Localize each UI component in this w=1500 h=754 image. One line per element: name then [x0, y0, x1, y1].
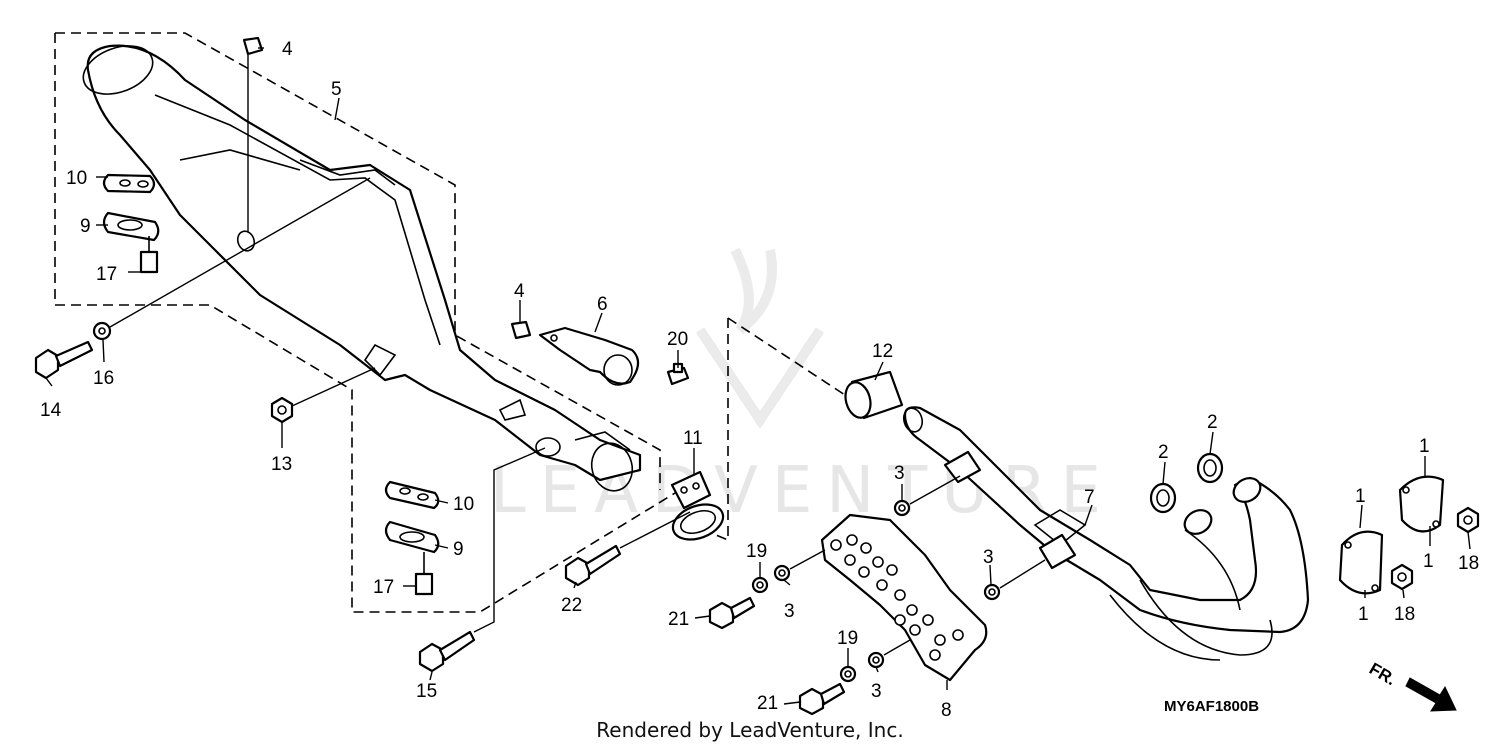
- leader-line: [109, 177, 371, 328]
- callout-22: 22: [561, 595, 582, 616]
- callout-3: 3: [894, 463, 905, 484]
- leader-line: [789, 549, 826, 570]
- callout-9: 9: [453, 539, 464, 560]
- plate-part-10-upper[interactable]: [102, 173, 156, 194]
- callout-16: 16: [93, 368, 114, 389]
- gasket-part-12[interactable]: [842, 370, 904, 420]
- front-direction-arrow: FR.: [1366, 659, 1457, 712]
- callout-3: 3: [784, 601, 795, 622]
- bolt-part-17-upper[interactable]: [139, 236, 159, 274]
- callout-4: 4: [514, 281, 525, 302]
- leader-line: [291, 367, 376, 407]
- leader-line: [909, 475, 961, 505]
- washer-part-16[interactable]: [92, 321, 112, 341]
- heat-guard-part-6[interactable]: [538, 326, 640, 386]
- grommet-part-4-lower[interactable]: [510, 320, 532, 340]
- callout-8: 8: [941, 700, 952, 721]
- leader-line: [619, 511, 691, 549]
- callout-3: 3: [871, 681, 882, 702]
- gasket-part-2-b[interactable]: [1196, 452, 1224, 484]
- joint-collar-part-1-a[interactable]: [1338, 530, 1384, 595]
- bolt-part-15[interactable]: [418, 630, 476, 673]
- direction-label: FR.: [1366, 659, 1399, 689]
- callout-19: 19: [837, 628, 858, 649]
- label-leaders: [45, 47, 1471, 705]
- callout-10: 10: [66, 168, 87, 189]
- nut-part-13[interactable]: [270, 396, 294, 424]
- muffler-assembly-outline: [54, 32, 681, 613]
- joint-collar-part-1-b[interactable]: [1398, 475, 1445, 533]
- callout-labels: 4 5 10 9 17 16 14 13 4 6 20 11 10 9 17 2…: [40, 39, 1479, 721]
- callout-1: 1: [1355, 486, 1366, 507]
- leader-line: [473, 447, 546, 633]
- callout-6: 6: [597, 294, 608, 315]
- protector-part-8[interactable]: [820, 513, 988, 682]
- callout-17: 17: [96, 264, 117, 285]
- grommet-part-4-upper[interactable]: [242, 36, 264, 56]
- gasket-part-2-a[interactable]: [1149, 482, 1177, 514]
- callout-7: 7: [1084, 487, 1095, 508]
- callout-2: 2: [1207, 412, 1218, 433]
- callout-15: 15: [416, 681, 437, 702]
- callout-14: 14: [40, 400, 62, 421]
- callout-1: 1: [1419, 436, 1430, 457]
- leader-line: [883, 639, 911, 656]
- nut-part-18-b[interactable]: [1456, 506, 1480, 534]
- callout-1: 1: [1423, 551, 1434, 572]
- collar-part-3-d[interactable]: [867, 651, 885, 669]
- callout-5: 5: [331, 79, 342, 100]
- callout-11: 11: [683, 428, 703, 449]
- callout-10: 10: [453, 494, 474, 515]
- callout-4: 4: [282, 39, 293, 60]
- muffler-part-5[interactable]: [77, 37, 642, 495]
- bolt-part-21-a[interactable]: [708, 596, 756, 630]
- bolt-part-17-lower[interactable]: [414, 552, 434, 596]
- plate-part-10-lower[interactable]: [384, 480, 440, 510]
- bolt-part-21-b[interactable]: [798, 682, 846, 716]
- nut-part-18-a[interactable]: [1390, 563, 1414, 591]
- footer-credit: Rendered by LeadVenture, Inc.: [596, 718, 904, 742]
- callout-12: 12: [872, 341, 893, 362]
- callout-21: 21: [668, 609, 689, 630]
- exhaust-pipe-part-7[interactable]: [901, 406, 1310, 661]
- collar-part-3-c[interactable]: [983, 583, 1001, 601]
- watermark-logo: [695, 247, 825, 430]
- callout-3: 3: [983, 547, 994, 568]
- callout-2: 2: [1158, 442, 1169, 463]
- callout-9: 9: [80, 216, 91, 237]
- callout-18: 18: [1458, 553, 1479, 574]
- collar-part-3-a[interactable]: [893, 499, 911, 517]
- callout-21: 21: [757, 693, 778, 714]
- rubber-part-9-lower[interactable]: [384, 520, 440, 554]
- bolt-part-14[interactable]: [34, 340, 94, 380]
- collar-part-3-b[interactable]: [773, 564, 791, 582]
- clamp-part-11[interactable]: [668, 470, 728, 546]
- callout-17: 17: [373, 577, 394, 598]
- washer-part-19-a[interactable]: [751, 576, 769, 594]
- rubber-part-9-upper[interactable]: [102, 211, 160, 242]
- callout-19: 19: [746, 541, 767, 562]
- callout-18: 18: [1394, 604, 1415, 625]
- washer-part-19-b[interactable]: [839, 665, 857, 683]
- callout-1: 1: [1358, 604, 1369, 625]
- callout-13: 13: [271, 454, 292, 475]
- leader-line: [999, 559, 1046, 589]
- bolt-part-22[interactable]: [564, 544, 622, 587]
- callout-20: 20: [667, 329, 688, 350]
- arrow-icon: [1405, 677, 1457, 712]
- diagram-code: MY6AF1800B: [1164, 698, 1259, 715]
